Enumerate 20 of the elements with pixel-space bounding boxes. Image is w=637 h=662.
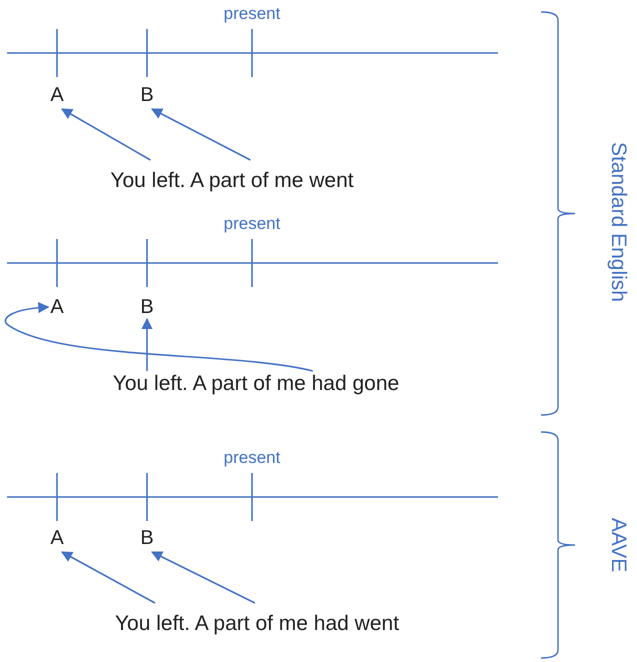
- example-sentence: You left. A part of me had gone: [112, 373, 400, 394]
- present-label: present: [224, 5, 280, 22]
- time-point-label: B: [140, 297, 154, 317]
- variety-label: AAVE: [608, 518, 629, 572]
- variety-label: Standard English: [608, 142, 629, 302]
- present-label: present: [224, 215, 280, 232]
- time-point-label: B: [140, 85, 154, 105]
- time-point-label: A: [50, 85, 64, 105]
- arrow: [141, 318, 153, 371]
- present-label: present: [224, 449, 280, 466]
- arrow: [61, 108, 151, 161]
- time-point-label: B: [140, 528, 154, 548]
- time-point-label: A: [50, 297, 64, 317]
- arrow: [151, 108, 251, 161]
- example-sentence: You left. A part of me had went: [114, 613, 400, 634]
- arrow: [151, 551, 256, 604]
- time-point-label: A: [50, 528, 64, 548]
- arrow: [61, 551, 156, 604]
- arrow: [4, 302, 313, 372]
- example-sentence: You left. A part of me went: [110, 170, 354, 191]
